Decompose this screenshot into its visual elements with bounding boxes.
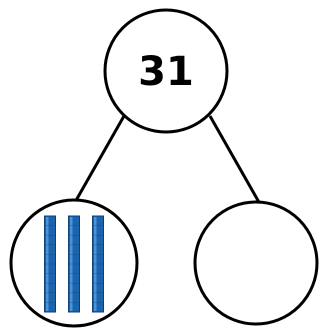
tens-rod <box>69 216 80 312</box>
connector-line-right <box>210 116 260 204</box>
part-right-circle <box>195 202 317 324</box>
connector-line-left <box>74 116 124 204</box>
tens-rods-group <box>45 216 104 312</box>
tens-rod <box>93 216 104 312</box>
tens-rod <box>45 216 56 312</box>
whole-value: 31 <box>138 49 194 95</box>
